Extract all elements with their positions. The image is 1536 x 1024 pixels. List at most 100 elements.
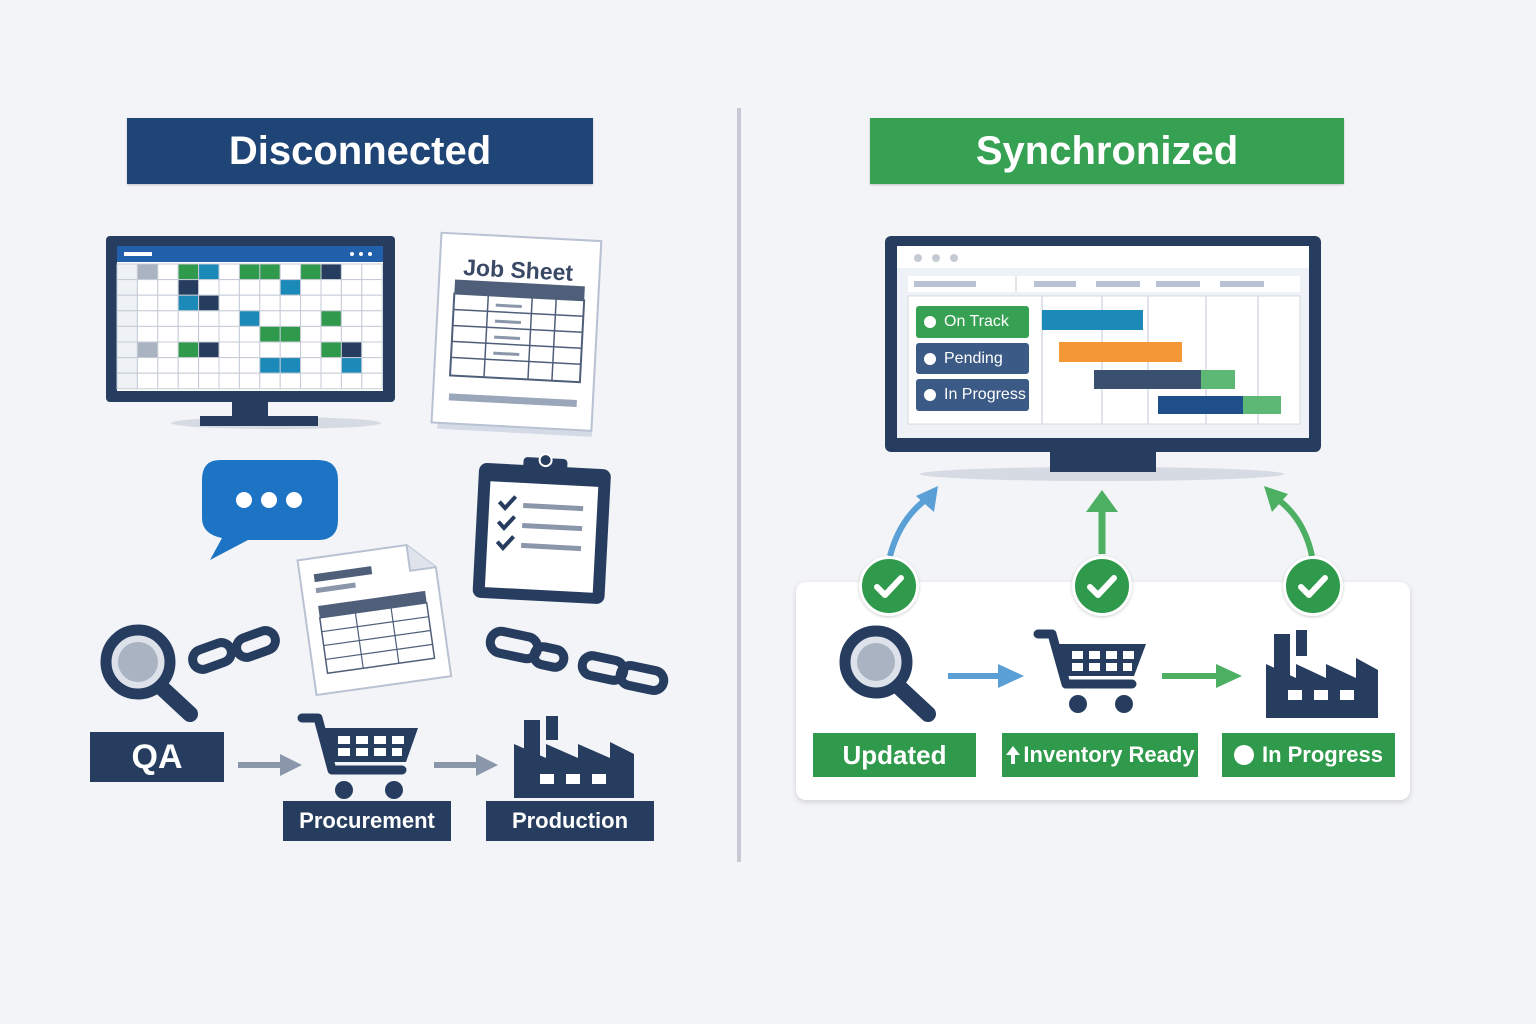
spreadsheet-cell xyxy=(340,263,363,281)
updated-label: Updated xyxy=(813,733,976,777)
spreadsheet-cell xyxy=(136,341,159,359)
spreadsheet-cell xyxy=(300,357,322,374)
spreadsheet-cell xyxy=(177,357,200,374)
spreadsheet-cell xyxy=(300,279,322,296)
factory-icon xyxy=(514,716,634,798)
shopping-cart-icon-synced xyxy=(1033,629,1146,713)
production-label: Production xyxy=(486,801,654,841)
spreadsheet-cell xyxy=(259,263,281,281)
spreadsheet-cell xyxy=(136,325,159,343)
spreadsheet-cell xyxy=(340,279,363,296)
spreadsheet-cell xyxy=(116,372,138,390)
spreadsheet-cell xyxy=(177,372,200,390)
check-badge xyxy=(1072,556,1132,616)
flow-arrow-blue-icon xyxy=(948,664,1024,688)
spreadsheet-monitor-icon xyxy=(106,236,395,429)
spreadsheet-cell xyxy=(218,341,240,359)
shopping-cart-icon xyxy=(297,713,418,799)
clipboard-checklist-icon xyxy=(472,453,611,604)
spreadsheet-cell xyxy=(340,325,363,343)
spreadsheet-cell xyxy=(238,263,261,281)
spreadsheet-cell xyxy=(300,341,322,359)
spreadsheet-cell xyxy=(361,325,383,343)
spreadsheet-cell xyxy=(177,263,200,281)
spreadsheet-cell xyxy=(238,279,261,296)
factory-icon-synced xyxy=(1266,630,1378,718)
spreadsheet-cell xyxy=(218,357,240,374)
spreadsheet-cell xyxy=(238,357,261,374)
in-progress-label: In Progress xyxy=(1222,733,1395,777)
spreadsheet-cell xyxy=(259,279,281,296)
spreadsheet-cell xyxy=(116,279,138,296)
spreadsheet-cell xyxy=(279,372,302,390)
arrow-right-icon-2 xyxy=(434,754,498,776)
spreadsheet-cell xyxy=(361,294,383,312)
spreadsheet-cell xyxy=(279,310,302,327)
spreadsheet-cell xyxy=(177,310,200,327)
checkmark-icon xyxy=(1298,575,1328,598)
spreadsheet-cell xyxy=(218,294,240,312)
spreadsheet-cell xyxy=(279,279,302,296)
spreadsheet-cell xyxy=(116,341,138,359)
status-pill-label: In Progress xyxy=(944,386,1026,403)
status-dot xyxy=(924,316,936,328)
spreadsheet-cell xyxy=(198,310,220,327)
spreadsheet-cell xyxy=(136,310,159,327)
spreadsheet-cell xyxy=(177,294,200,312)
form-document-icon xyxy=(296,544,453,697)
status-pill-pending: Pending xyxy=(916,343,1029,374)
spreadsheet-cell xyxy=(259,372,281,390)
spreadsheet-cell xyxy=(238,325,261,343)
panel-divider xyxy=(737,108,741,862)
spreadsheet-cell xyxy=(157,357,179,374)
spreadsheet-cell xyxy=(177,325,200,343)
spreadsheet-cell xyxy=(300,310,322,327)
spreadsheet-cell xyxy=(361,279,383,296)
spreadsheet-cell xyxy=(177,279,200,296)
spreadsheet-cell xyxy=(340,294,363,312)
spreadsheet-cell xyxy=(259,357,281,374)
spreadsheet-cell xyxy=(238,294,261,312)
spreadsheet-cell xyxy=(116,357,138,374)
status-pill-in-progress: In Progress xyxy=(916,379,1029,411)
spreadsheet-cell xyxy=(177,341,200,359)
spreadsheet-cell xyxy=(300,372,322,390)
spreadsheet-cell xyxy=(238,341,261,359)
spreadsheet-cell xyxy=(259,310,281,327)
status-pill-label: Pending xyxy=(944,349,1003,367)
checkmark-icon xyxy=(874,575,904,598)
spreadsheet-cell xyxy=(300,325,322,343)
spreadsheet-cell xyxy=(320,325,342,343)
check-badge xyxy=(1283,556,1343,616)
spreadsheet-cell xyxy=(320,372,342,390)
magnifier-icon-synced xyxy=(839,625,936,722)
status-dot xyxy=(1233,745,1254,765)
spreadsheet-cell xyxy=(279,341,302,359)
spreadsheet-cell xyxy=(157,294,179,312)
spreadsheet-cell xyxy=(361,310,383,327)
spreadsheet-cell xyxy=(320,310,342,327)
check-badge xyxy=(859,556,919,616)
spreadsheet-cell xyxy=(218,372,240,390)
spreadsheet-cell xyxy=(116,325,138,343)
spreadsheet-cell xyxy=(259,325,281,343)
flow-arrow-green-icon xyxy=(1162,664,1242,688)
spreadsheet-cell xyxy=(320,294,342,312)
arrow-up-icon xyxy=(1006,746,1021,764)
status-pill-label: On Track xyxy=(944,313,1009,330)
spreadsheet-cell xyxy=(259,341,281,359)
disconnected-title: Disconnected xyxy=(228,128,492,173)
spreadsheet-cell xyxy=(198,294,220,312)
spreadsheet-cell xyxy=(136,372,159,390)
spreadsheet-cell xyxy=(116,263,138,281)
spreadsheet-cell xyxy=(340,372,363,390)
checkmark-icon xyxy=(1087,575,1117,598)
spreadsheet-cell xyxy=(320,263,342,281)
spreadsheet-cell xyxy=(238,310,261,327)
spreadsheet-cell xyxy=(361,263,383,281)
spreadsheet-cell xyxy=(218,310,240,327)
spreadsheet-cell xyxy=(157,325,179,343)
spreadsheet-cell xyxy=(279,294,302,312)
spreadsheet-cell xyxy=(259,294,281,312)
inventory-ready-text: Inventory Ready xyxy=(1023,742,1195,767)
